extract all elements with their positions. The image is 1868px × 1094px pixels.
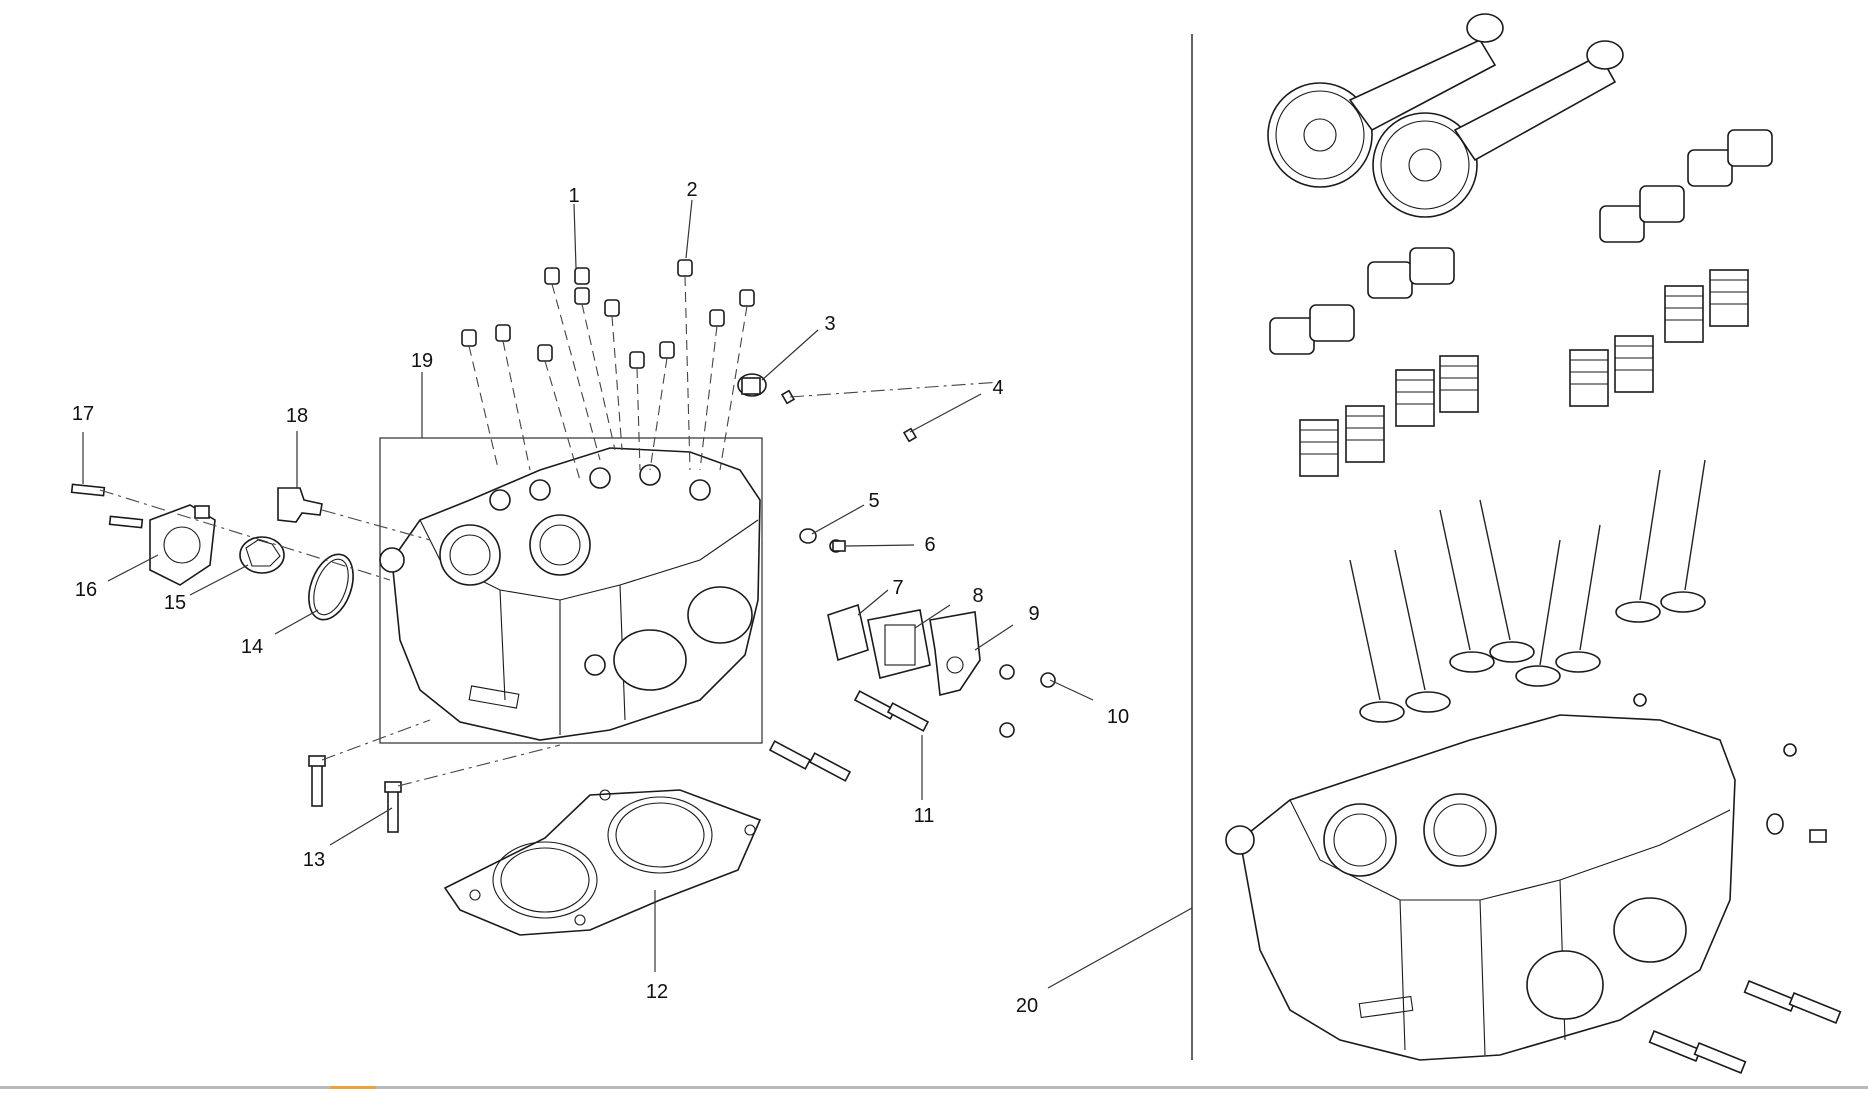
dowel-axis-line — [789, 381, 1001, 398]
stud-alignment-lines — [468, 275, 748, 481]
callout-4: 4 — [992, 377, 1003, 399]
cylinder-head-assembled[interactable] — [1225, 714, 1736, 1061]
callout-2: 2 — [686, 179, 697, 201]
thermostat[interactable] — [239, 536, 285, 574]
head-nuts[interactable] — [461, 259, 755, 369]
head-gasket[interactable] — [443, 789, 762, 936]
callout-14: 14 — [241, 636, 263, 658]
breather-valve-assembly[interactable] — [827, 603, 981, 696]
washer-and-bolt[interactable] — [799, 528, 846, 553]
bolt-axis-line-a — [321, 719, 431, 761]
bottom-scroll-accent — [330, 1086, 376, 1089]
housing-axis-line — [99, 489, 391, 581]
cover-bolts[interactable] — [999, 664, 1056, 738]
callout-1: 1 — [568, 185, 579, 207]
temperature-sensor[interactable] — [277, 487, 323, 523]
callout-10: 10 — [1107, 706, 1129, 728]
callout-17: 17 — [72, 403, 94, 425]
callout-12: 12 — [646, 981, 668, 1003]
callout-3: 3 — [824, 313, 835, 335]
head-bolts[interactable] — [308, 755, 402, 833]
callout-20: 20 — [1016, 995, 1038, 1017]
cam-plug[interactable] — [737, 373, 767, 397]
callout-6: 6 — [924, 534, 935, 556]
cylinder-head-left[interactable] — [379, 437, 763, 744]
callout-15: 15 — [164, 592, 186, 614]
callout-8: 8 — [972, 585, 983, 607]
dowel-pins-right[interactable] — [768, 690, 930, 782]
housing-bolts[interactable] — [70, 483, 144, 529]
assembled-small-parts[interactable] — [1633, 693, 1842, 1074]
callout-11: 11 — [914, 805, 935, 827]
sensor-axis-line — [321, 509, 431, 541]
callout-13: 13 — [303, 849, 325, 871]
valve-train[interactable] — [1269, 129, 1773, 723]
bottom-scroll-bar — [0, 1086, 1868, 1089]
bolt-axis-line-b — [397, 744, 561, 787]
callout-16: 16 — [75, 579, 97, 601]
camshafts[interactable] — [1267, 13, 1624, 218]
o-ring[interactable] — [301, 548, 362, 626]
leader-lines — [82, 199, 1193, 989]
callout-5: 5 — [868, 490, 879, 512]
thermostat-housing[interactable] — [149, 504, 216, 586]
callout-18: 18 — [286, 405, 308, 427]
callout-7: 7 — [892, 577, 903, 599]
small-dowels[interactable] — [780, 389, 918, 443]
callout-9: 9 — [1028, 603, 1039, 625]
callout-19: 19 — [411, 350, 433, 372]
callout-labels: 1 2 3 4 5 6 7 8 9 10 11 12 13 14 15 16 1… — [72, 179, 1129, 1017]
